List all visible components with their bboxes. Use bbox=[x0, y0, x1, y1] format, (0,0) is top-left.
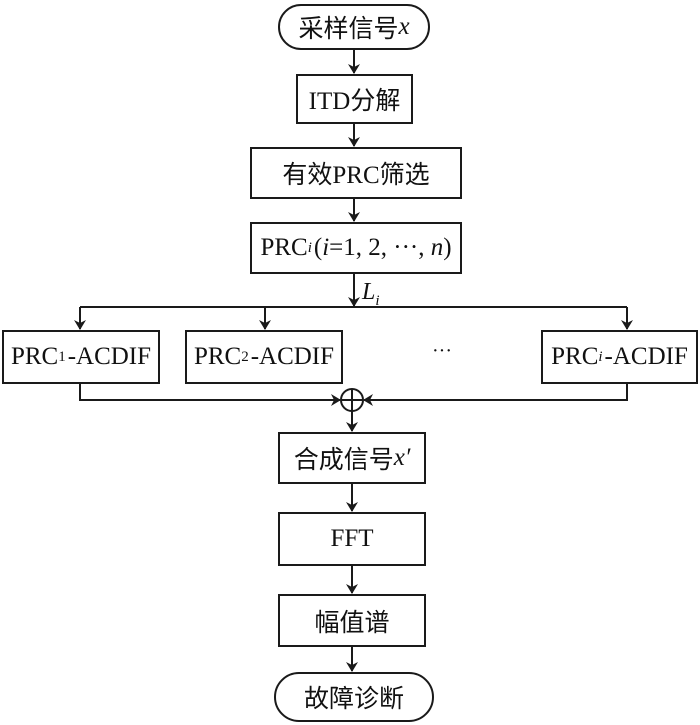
prc-set-var-i: i bbox=[322, 234, 330, 261]
itd-text: ITD分解 bbox=[308, 88, 401, 115]
acdif2-suffix: -ACDIF bbox=[250, 343, 335, 370]
start-text: 采样信号 bbox=[298, 16, 399, 43]
fft-text: FFT bbox=[330, 525, 374, 552]
acdif2-prefix: PRC bbox=[193, 343, 242, 370]
fft-box: FFT bbox=[278, 512, 426, 566]
prc-set-close: ) bbox=[443, 234, 452, 261]
acdif2-sub: 2 bbox=[241, 348, 249, 365]
amplitude-spectrum-box: 幅值谱 bbox=[278, 594, 426, 647]
start-var: x bbox=[398, 13, 410, 40]
acdifi-prefix: PRC bbox=[551, 343, 599, 370]
synth-var: x′ bbox=[393, 444, 411, 471]
li-sub: i bbox=[375, 293, 380, 309]
filter-text: 有效PRC筛选 bbox=[282, 162, 430, 189]
edge-label-li: Li bbox=[362, 279, 382, 310]
synth-text: 合成信号 bbox=[293, 447, 394, 474]
ellipsis: ··· bbox=[432, 340, 452, 362]
spectrum-text: 幅值谱 bbox=[314, 609, 390, 637]
end-text: 故障诊断 bbox=[303, 686, 404, 713]
arrow-acdif1-to-sum bbox=[79, 384, 341, 406]
prc-set-rest: =1, 2, ···, bbox=[329, 234, 431, 261]
end-terminal: 故障诊断 bbox=[274, 672, 434, 722]
arrow-acdifi-to-sum bbox=[363, 384, 628, 406]
itd-decomposition-box: ITD分解 bbox=[296, 74, 413, 124]
acdif1-suffix: -ACDIF bbox=[67, 343, 152, 370]
acdif1-prefix: PRC bbox=[10, 343, 59, 370]
prc-set-prefix: PRC bbox=[260, 234, 308, 261]
prc-set-var-n: n bbox=[430, 234, 444, 261]
prc-filter-box: 有效PRC筛选 bbox=[250, 147, 462, 199]
prc-set-open: ( bbox=[313, 234, 323, 261]
acdif1-sub: 1 bbox=[58, 348, 66, 365]
acdifi-suffix: -ACDIF bbox=[604, 343, 688, 370]
prc-set-sub: i bbox=[307, 239, 312, 256]
acdifi-sub: i bbox=[598, 348, 603, 365]
li-main: L bbox=[362, 279, 376, 305]
